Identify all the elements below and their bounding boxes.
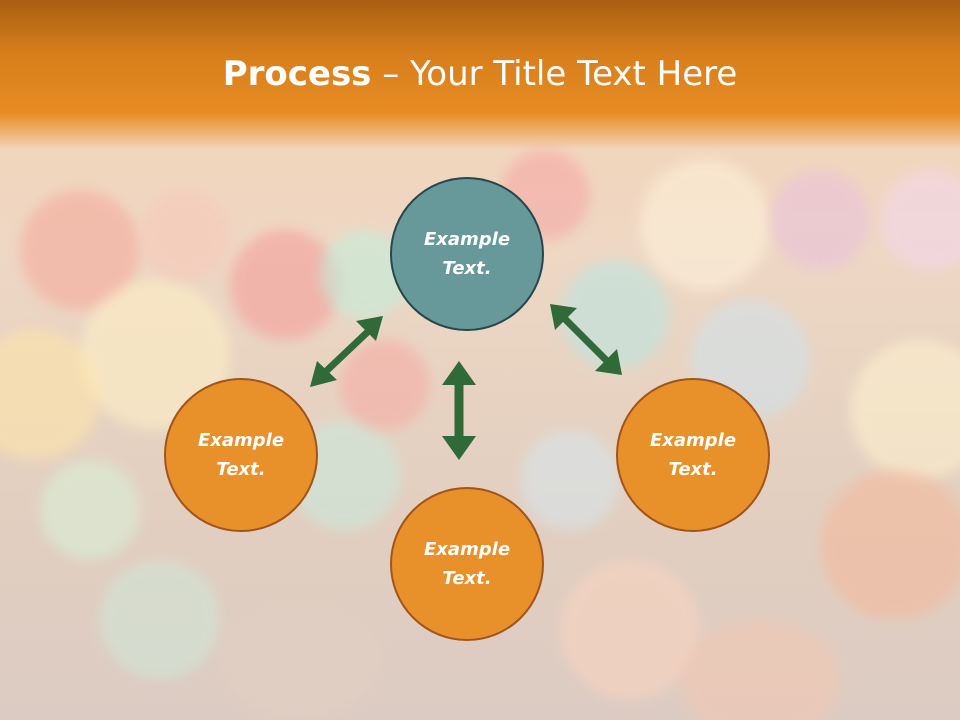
double-arrow-top-left — [310, 316, 383, 387]
title-bold-part: Process — [222, 54, 372, 94]
double-arrow-top-right — [550, 304, 622, 375]
circle-top-line2: Text. — [442, 258, 492, 279]
circle-top-line1: Example — [423, 229, 511, 250]
process-circle-bottom: Example Text. — [390, 487, 544, 641]
title-bar — [0, 0, 960, 150]
circle-right-line2: Text. — [668, 459, 718, 480]
circle-bottom-line1: Example — [423, 539, 511, 560]
circle-left-line2: Text. — [216, 459, 266, 480]
process-circle-right: Example Text. — [616, 378, 770, 532]
process-circle-top: Example Text. — [390, 177, 544, 331]
title-rest-part: – Your Title Text Here — [371, 54, 738, 94]
circle-bottom-line2: Text. — [442, 568, 492, 589]
process-circle-left: Example Text. — [164, 378, 318, 532]
slide-title: Process – Your Title Text Here — [0, 52, 960, 96]
circle-left-line1: Example — [197, 430, 285, 451]
circle-right-line1: Example — [649, 430, 737, 451]
double-arrow-vertical — [442, 361, 476, 460]
